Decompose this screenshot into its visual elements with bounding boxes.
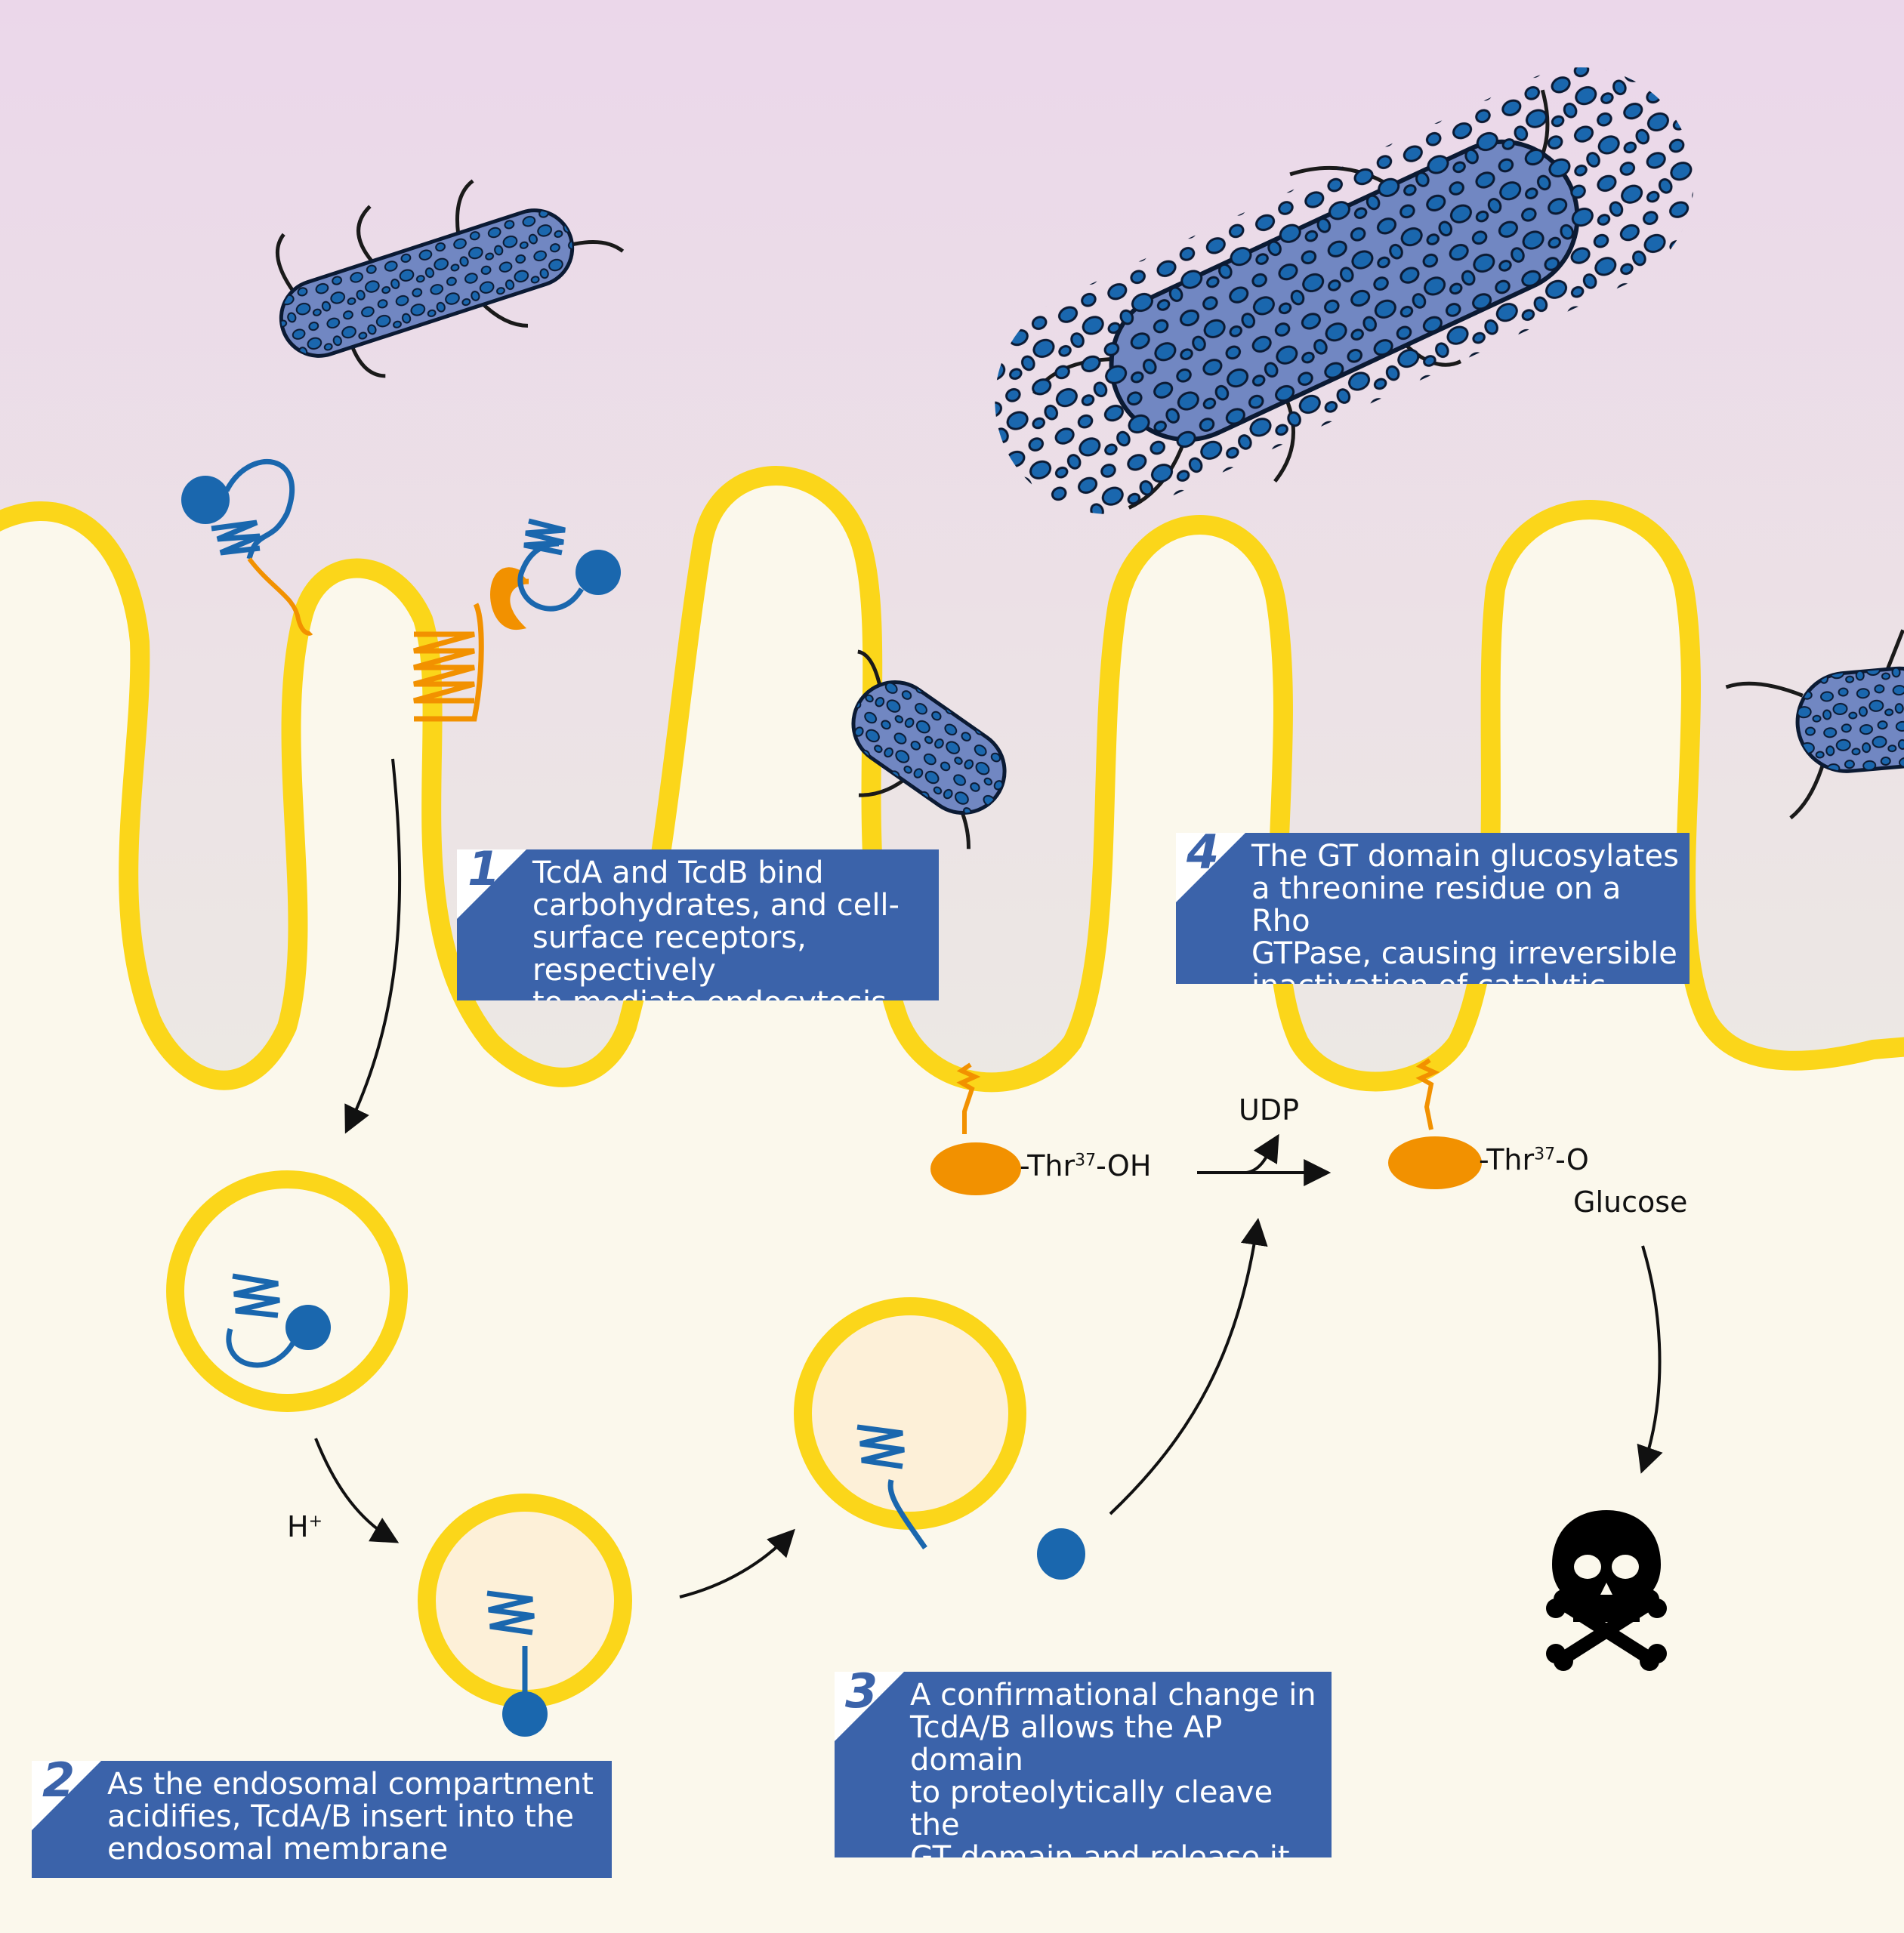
endosome <box>418 1494 632 1737</box>
step-1-box: 1 TcdA and TcdB bind carbohydrates, and … <box>457 849 939 1000</box>
step-3-text: A confirmational change in TcdA/B allows… <box>910 1678 1316 1858</box>
toxin-icon <box>181 458 295 560</box>
arrow-release <box>1109 1217 1268 1515</box>
toxin-linker <box>247 557 313 636</box>
gt-domain-icon <box>1037 1528 1085 1580</box>
toxin-icon <box>517 518 621 612</box>
rho-gtpase-icon <box>930 1062 1021 1195</box>
toxin-icon <box>502 1691 548 1737</box>
proton-label: H+ <box>287 1510 323 1543</box>
bacterium-icon <box>851 649 1007 849</box>
step-4-text: The GT domain glucosylates a threonine r… <box>1251 839 1679 985</box>
toxin-icon <box>226 1273 331 1368</box>
bacterium-icon <box>995 67 1694 514</box>
arrow-udp <box>1245 1133 1279 1174</box>
endosome <box>794 1297 1085 1580</box>
bacterium-icon <box>1725 629 1904 820</box>
arrow-cell-death <box>1637 1245 1663 1474</box>
endosome <box>166 1170 408 1412</box>
step-2-box: 2 As the endosomal compartment acidifies… <box>32 1761 612 1878</box>
udp-label: UDP <box>1239 1093 1299 1127</box>
arrow-acidification <box>314 1438 400 1543</box>
skull-crossbones-icon <box>1546 1510 1667 1671</box>
step-3-box: 3 A confirmational change in TcdA/B allo… <box>835 1672 1332 1857</box>
glucose-label: Glucose <box>1573 1185 1688 1219</box>
arrow-endocytosis <box>344 758 402 1134</box>
step-4-box: 4 The GT domain glucosylates a threonine… <box>1176 833 1690 984</box>
step-2-text: As the endosomal compartment acidifies, … <box>107 1767 594 1867</box>
receptor-icon <box>413 567 529 722</box>
thr-o-label: -Thr37-O <box>1479 1143 1589 1176</box>
rho-gtpase-icon <box>1388 1058 1482 1189</box>
step-1-text: TcdA and TcdB bind carbohydrates, and ce… <box>532 856 900 1001</box>
arrow-insertion <box>679 1528 795 1599</box>
thr-oh-label: -Thr37-OH <box>1020 1149 1152 1182</box>
bacterium-icon <box>275 179 625 378</box>
